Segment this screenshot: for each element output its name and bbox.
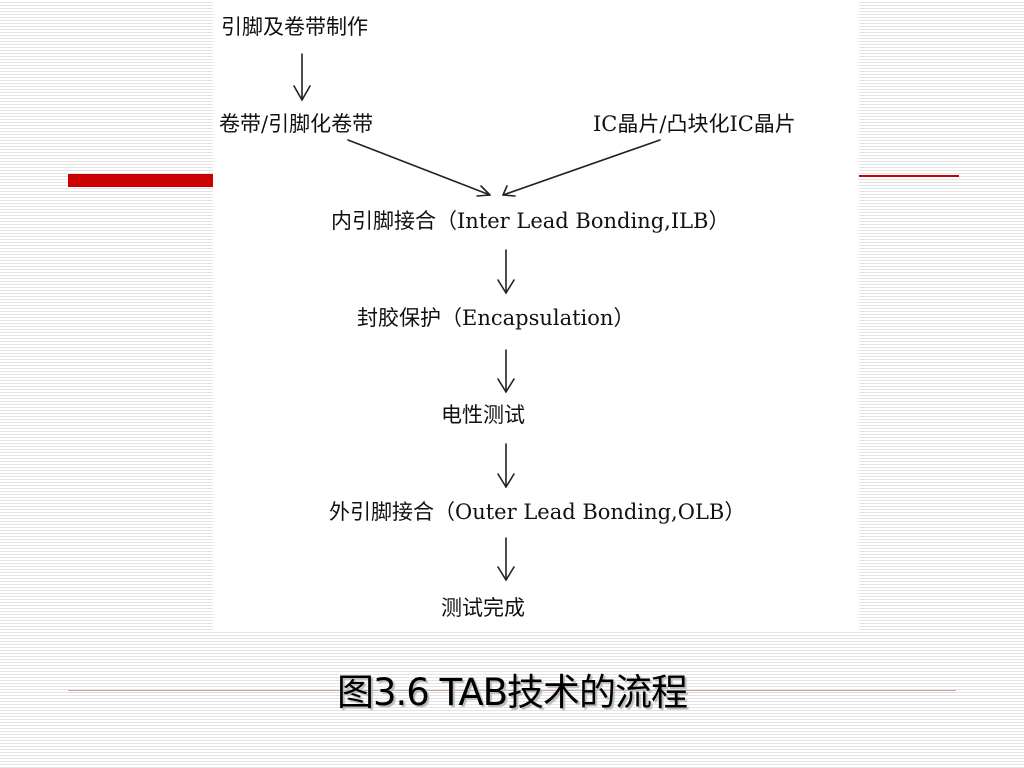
red-accent-line	[858, 175, 959, 177]
node-olb: 外引脚接合（Outer Lead Bonding,OLB）	[329, 500, 746, 524]
node-done: 测试完成	[441, 596, 525, 620]
arrow-test-to-olb	[497, 443, 515, 488]
flow-arrows	[293, 53, 661, 581]
arrow-ilb-to-encap	[497, 249, 515, 294]
node-tape: 卷带/引脚化卷带	[219, 112, 374, 136]
node-encap: 封胶保护（Encapsulation）	[357, 306, 635, 330]
bottom-divider	[68, 690, 956, 691]
arrow-tape-to-ilb	[347, 139, 491, 197]
flowchart-panel: 引脚及卷带制作 卷带/引脚化卷带 IC晶片/凸块化IC晶片 内引脚接合（Inte…	[213, 0, 859, 630]
bottom-divider-shadow	[68, 692, 956, 693]
figure-caption: 图3.6 TAB技术的流程	[336, 671, 688, 714]
arrow-encap-to-test	[497, 349, 515, 393]
node-chip: IC晶片/凸块化IC晶片	[593, 112, 796, 136]
node-start: 引脚及卷带制作	[221, 15, 368, 39]
node-test: 电性测试	[441, 403, 525, 427]
arrow-chip-to-ilb	[502, 139, 661, 197]
node-ilb: 内引脚接合（Inter Lead Bonding,ILB）	[331, 209, 730, 233]
arrow-olb-to-done	[497, 537, 515, 581]
red-accent-bar	[68, 174, 214, 187]
arrow-start-to-tape	[293, 53, 311, 101]
